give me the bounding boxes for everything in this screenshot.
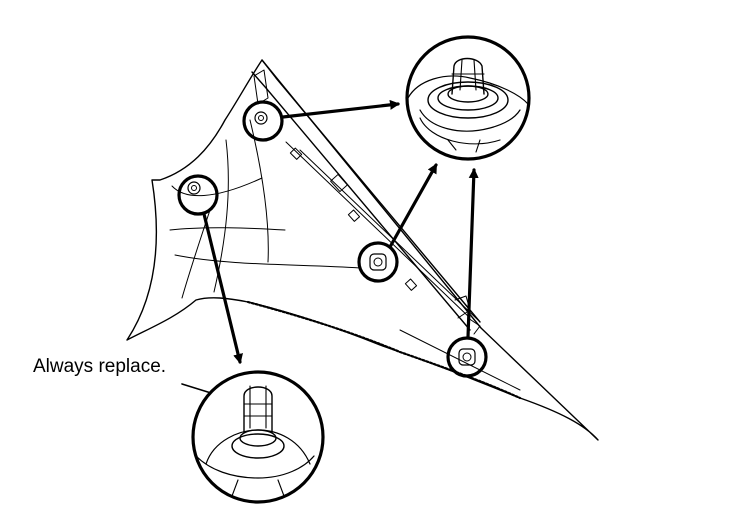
arrow-to-top-view-2: [388, 163, 438, 249]
arrow-to-bottom-view: [202, 212, 243, 364]
arrow-to-top-view-1: [281, 99, 400, 119]
fastener-location-2: [177, 174, 219, 216]
arrow-to-top-view-3: [466, 168, 479, 339]
clip-large-view-bottom: [191, 370, 325, 504]
fastener-location-3: [357, 241, 399, 283]
fastener-location-1: [242, 100, 284, 142]
clip-large-view-top: [405, 35, 531, 161]
callout-label: Always replace.: [33, 356, 167, 377]
pointer-arrows: [202, 99, 479, 364]
